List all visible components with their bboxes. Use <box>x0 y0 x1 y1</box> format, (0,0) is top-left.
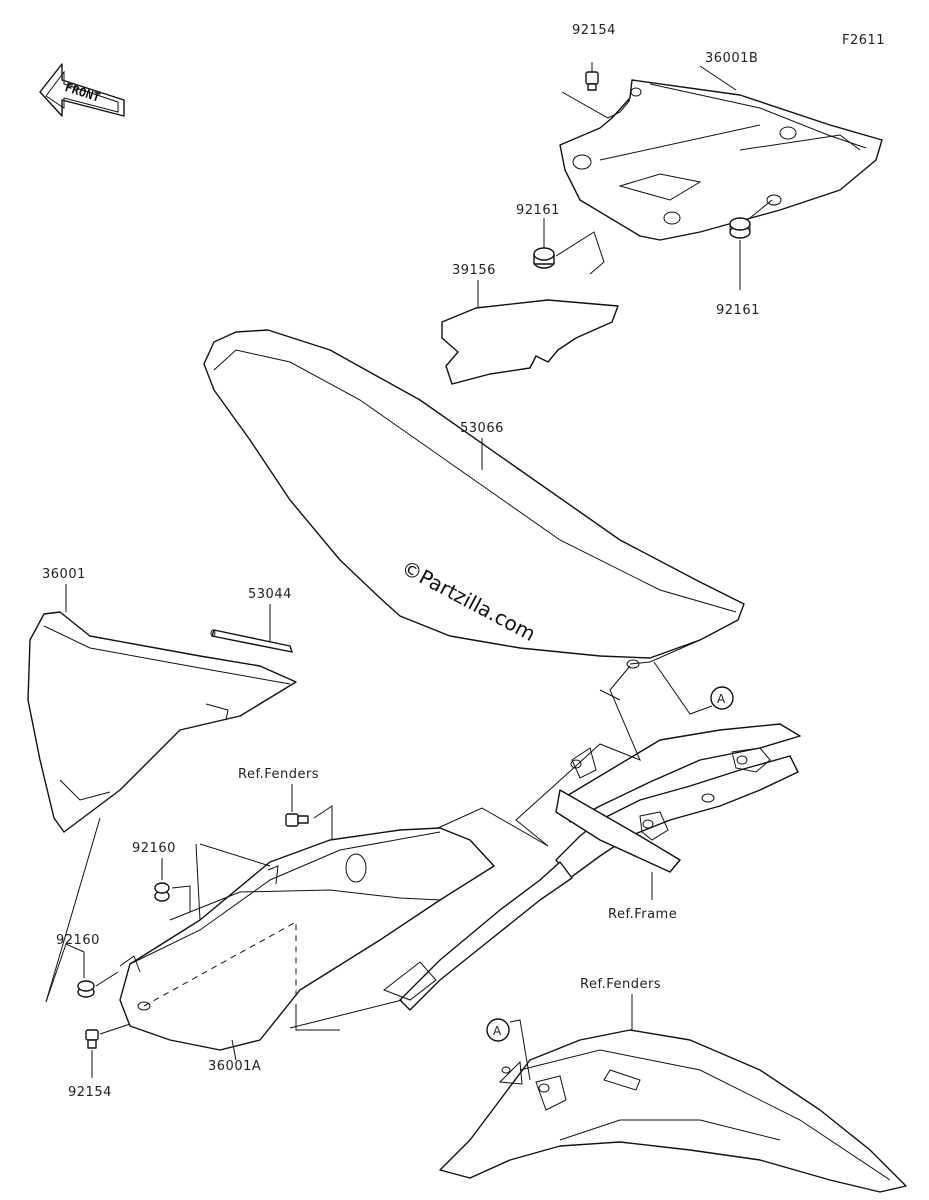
part-92160-collar-a[interactable] <box>154 882 170 902</box>
part-92161-grommet-right[interactable] <box>729 217 751 239</box>
label-92154-bottom: 92154 <box>68 1085 112 1100</box>
part-53066-seat[interactable] <box>203 329 745 669</box>
part-36001B-cover[interactable] <box>559 79 883 241</box>
front-direction-arrow-icon: FRONT <box>39 63 125 117</box>
label-ref-frame: Ref.Frame <box>608 907 677 922</box>
part-36001A-cover[interactable] <box>119 827 495 1051</box>
part-53044-rod[interactable] <box>210 629 293 653</box>
svg-text:A: A <box>717 692 726 706</box>
fender-bolt-mid <box>285 813 309 827</box>
part-92154-bolt-bottom[interactable] <box>85 1029 99 1049</box>
label-39156: 39156 <box>452 263 496 278</box>
part-39156-decal[interactable] <box>441 299 619 385</box>
svg-text:A: A <box>493 1024 502 1038</box>
label-53066: 53066 <box>460 421 504 436</box>
label-53044: 53044 <box>248 587 292 602</box>
figure-id: F2611 <box>842 33 885 48</box>
label-36001B: 36001B <box>705 51 758 66</box>
label-92161-left: 92161 <box>516 203 560 218</box>
ref-rear-fender <box>439 1029 907 1193</box>
part-92161-grommet-left[interactable] <box>533 247 555 269</box>
callout-a-upper: A <box>710 686 734 710</box>
part-92160-collar-b[interactable] <box>77 980 95 998</box>
label-ref-fenders-bottom: Ref.Fenders <box>580 977 661 992</box>
part-92154-bolt-top[interactable] <box>585 71 599 91</box>
callout-a-lower: A <box>486 1018 510 1042</box>
label-ref-fenders-mid: Ref.Fenders <box>238 767 319 782</box>
label-92160-a: 92160 <box>132 841 176 856</box>
label-36001: 36001 <box>42 567 86 582</box>
label-92161-right: 92161 <box>716 303 760 318</box>
ref-frame-subframe <box>382 723 801 1011</box>
label-92160-b: 92160 <box>56 933 100 948</box>
label-36001A: 36001A <box>208 1059 261 1074</box>
label-92154-top: 92154 <box>572 23 616 38</box>
part-36001-cover[interactable] <box>27 611 297 833</box>
